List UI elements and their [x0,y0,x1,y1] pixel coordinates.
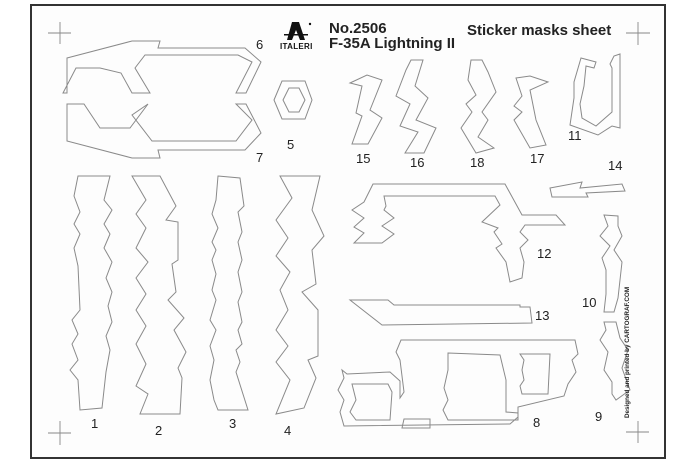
registration-mark-bottom-right [626,421,649,443]
italeri-logo-icon [284,22,312,40]
mask-label-8: 8 [533,415,541,430]
mask-12 [351,183,567,283]
mask-label-10: 10 [582,295,597,310]
mask-label-3: 3 [229,416,237,431]
mask-2 [131,175,187,415]
mask-11 [569,53,621,136]
mask-5 [273,80,313,120]
mask-label-9: 9 [595,409,603,424]
kit-number: No.2506 [329,20,387,37]
mask-10 [599,214,623,313]
mask-label-12: 12 [537,246,552,261]
mask-13 [348,299,533,326]
mask-label-17: 17 [530,151,545,166]
mask-18 [460,59,497,154]
mask-label-5: 5 [287,137,295,152]
mask-sheet-frame [30,4,666,459]
kit-name: F-35A Lightning II [329,35,456,52]
mask-3 [209,175,249,411]
mask-label-13: 13 [535,308,550,323]
mask-label-18: 18 [470,155,485,170]
registration-mark-bottom-left [48,421,71,445]
mask-9 [599,321,631,401]
brand-logo-text: ITALERI [280,42,313,51]
mask-label-6: 6 [256,37,264,52]
mask-8 [337,339,579,429]
sheet-title: Sticker masks sheet [467,22,612,39]
mask-15 [348,74,383,145]
mask-label-15: 15 [356,151,371,166]
mask-label-11: 11 [568,128,582,143]
mask-label-14: 14 [608,158,623,173]
registration-mark-top-left [48,22,71,44]
mask-1 [69,175,113,411]
mask-label-2: 2 [155,423,163,438]
mask-16 [395,59,437,154]
mask-label-4: 4 [284,423,292,438]
mask-6 [62,40,262,94]
registration-mark-top-right [626,22,650,45]
mask-label-16: 16 [410,155,425,170]
printer-credit-text: Designed and printed by CARTOGRAF.COM [624,286,631,418]
mask-7 [66,103,262,159]
mask-14 [549,181,626,198]
printer-credit: Designed and printed by CARTOGRAF.COM [624,238,634,418]
mask-4 [275,175,325,415]
mask-label-1: 1 [91,416,99,431]
mask-17 [513,75,550,149]
mask-label-7: 7 [256,150,264,165]
